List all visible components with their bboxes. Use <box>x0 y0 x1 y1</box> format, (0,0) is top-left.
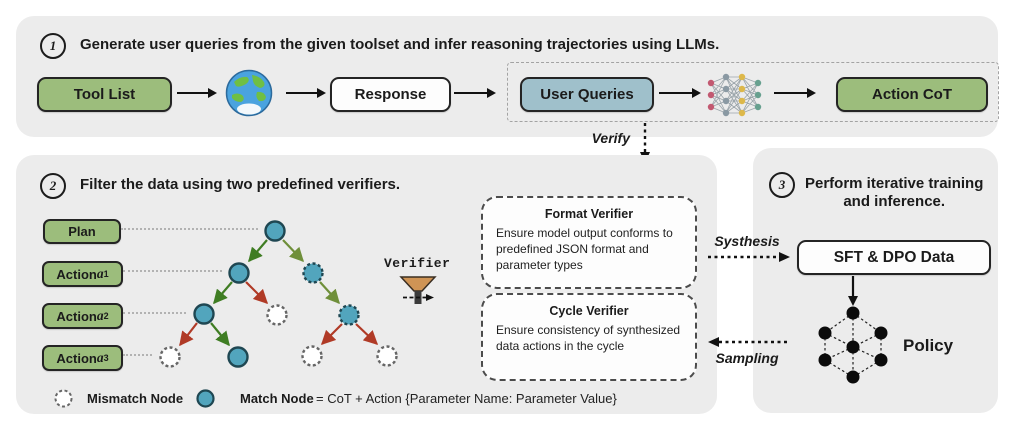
action-cot-label: Action CoT <box>872 86 952 103</box>
section-3-title-line2: and inference. <box>843 193 946 210</box>
a2-connector <box>123 312 186 314</box>
section-3-title-line1: Perform iterative training <box>805 175 984 192</box>
mismatch-node-legend-icon <box>54 389 73 408</box>
section-2-title: Filter the data using two predefined ver… <box>80 176 401 193</box>
mismatch-node <box>376 345 398 367</box>
arrow-queries-llm <box>659 88 701 98</box>
arrow-toollist-globe <box>177 88 217 98</box>
tool-list-box: Tool List <box>37 77 172 112</box>
arrow-sft-policy <box>848 276 858 306</box>
match-node <box>193 303 215 325</box>
synthesis-label: Systhesis <box>714 233 780 249</box>
action-cot-box: Action CoT <box>836 77 988 112</box>
user-queries-box: User Queries <box>520 77 654 112</box>
sampling-arrow <box>708 337 790 347</box>
match-node-dashed <box>302 262 324 284</box>
verifier-funnel-icon <box>399 276 437 304</box>
arrow-response-queries <box>454 88 496 98</box>
section-1-title: Generate user queries from the given too… <box>80 36 720 53</box>
mismatch-node <box>266 304 288 326</box>
cycle-verifier-box: Cycle Verifier Ensure consistency of syn… <box>481 293 697 381</box>
verify-label: Verify <box>591 130 630 146</box>
query-cot-dashed-group <box>507 62 999 122</box>
match-node-dashed <box>338 304 360 326</box>
format-verifier-box: Format Verifier Ensure model output conf… <box>481 196 697 289</box>
action-a2-var: a <box>96 308 104 323</box>
tool-list-label: Tool List <box>73 86 136 103</box>
match-node-equation: = CoT + Action {Parameter Name: Paramete… <box>316 391 617 406</box>
format-verifier-title: Format Verifier <box>544 207 634 221</box>
arrow-llm-actioncot <box>774 88 816 98</box>
action-a3-prefix: Action <box>56 350 97 366</box>
llm-network-icon <box>707 73 762 117</box>
mismatch-node <box>159 346 181 368</box>
action-a1-var: a <box>96 266 104 281</box>
mismatch-node-legend-label: Mismatch Node <box>87 391 184 406</box>
globe-icon <box>225 69 273 117</box>
response-box: Response <box>330 77 451 112</box>
step-2-badge: 2 <box>40 173 66 199</box>
plan-box: Plan <box>43 219 121 244</box>
step-1-badge: 1 <box>40 33 66 59</box>
response-label: Response <box>354 86 427 103</box>
synthesis-arrow <box>708 252 790 262</box>
cycle-verifier-body: Ensure consistency of synthesized data a… <box>496 323 681 353</box>
match-node <box>228 262 250 284</box>
match-node-legend-icon <box>196 389 215 408</box>
step-3-badge: 3 <box>769 172 795 198</box>
policy-network-icon <box>818 306 888 384</box>
action-a3-var: a <box>96 350 104 365</box>
match-node <box>264 220 286 242</box>
sampling-label: Sampling <box>715 350 779 366</box>
plan-connector <box>121 228 258 230</box>
format-verifier-body: Ensure model output conforms to predefin… <box>496 226 673 272</box>
plan-label: Plan <box>68 224 96 239</box>
search-tree <box>159 220 398 368</box>
match-node <box>227 346 249 368</box>
user-queries-label: User Queries <box>540 86 634 103</box>
action-a2-prefix: Action <box>56 308 97 324</box>
match-node-legend-label: Match Node <box>240 391 314 406</box>
cycle-verifier-title: Cycle Verifier <box>549 304 629 318</box>
arrow-globe-response <box>286 88 326 98</box>
sft-dpo-label: SFT & DPO Data <box>833 248 955 266</box>
action-a1-prefix: Action <box>56 266 97 282</box>
verifier-label: Verifier <box>384 256 451 271</box>
a3-connector <box>123 354 152 356</box>
mismatch-node <box>301 345 323 367</box>
a1-connector <box>123 270 222 272</box>
section-3-panel: 3 Perform iterative training and inferen… <box>753 148 998 413</box>
policy-label: Policy <box>903 336 954 355</box>
sft-dpo-box: SFT & DPO Data <box>797 240 991 275</box>
